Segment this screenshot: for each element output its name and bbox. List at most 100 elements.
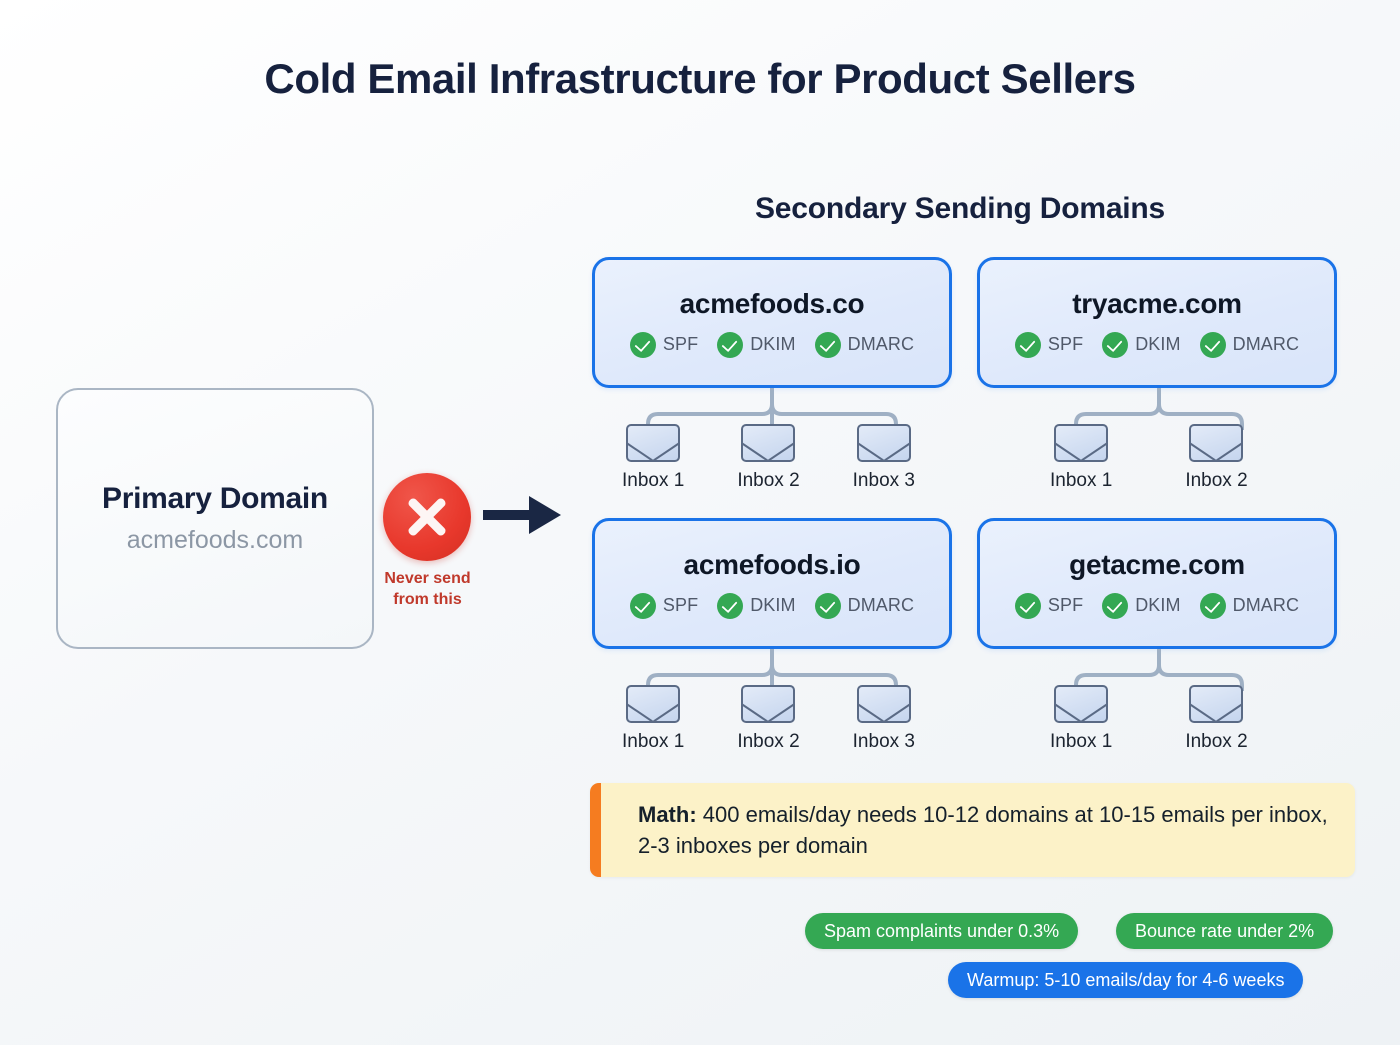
check-circle-icon (1199, 592, 1226, 619)
envelope-icon (1054, 424, 1109, 462)
inbox-label: Inbox 2 (1185, 470, 1248, 491)
inbox-label: Inbox 2 (737, 731, 800, 752)
auth-label: DKIM (750, 595, 796, 615)
auth-check-dkim: DKIM (717, 592, 796, 619)
auth-label: SPF (1047, 595, 1084, 615)
inbox-item[interactable]: Inbox 2 (737, 424, 800, 492)
inbox-group-tryacme-com: Inbox 1 Inbox 2 (1050, 424, 1248, 492)
check-circle-icon (1102, 331, 1129, 358)
inbox-item[interactable]: Inbox 1 (1050, 685, 1112, 753)
check-circle-icon (1014, 592, 1041, 619)
auth-check-dmarc: DMARC (1199, 331, 1300, 358)
auth-label: SPF (1047, 334, 1084, 354)
auth-check-dmarc: DMARC (1199, 592, 1300, 619)
check-circle-icon (629, 331, 656, 358)
auth-check-dkim: DKIM (1102, 592, 1181, 619)
arrow-right-icon (483, 496, 561, 534)
inbox-item[interactable]: Inbox 1 (622, 424, 684, 492)
inbox-group-getacme-com: Inbox 1 Inbox 2 (1050, 685, 1248, 753)
x-circle-icon (383, 473, 471, 561)
envelope-icon (626, 424, 681, 462)
primary-domain-label: Primary Domain (102, 482, 328, 515)
auth-check-dmarc: DMARC (814, 331, 915, 358)
domain-name: acmefoods.co (679, 287, 865, 319)
inbox-item[interactable]: Inbox 3 (853, 424, 915, 492)
check-circle-icon (814, 592, 841, 619)
domain-name: tryacme.com (1072, 287, 1242, 319)
inbox-label: Inbox 2 (737, 470, 800, 491)
auth-check-dkim: DKIM (717, 331, 796, 358)
auth-checks: SPF DKIM DMARC (1014, 592, 1300, 619)
domain-name: acmefoods.io (683, 548, 861, 580)
envelope-icon (741, 685, 796, 723)
check-circle-icon (629, 592, 656, 619)
check-circle-icon (717, 592, 744, 619)
auth-checks: SPF DKIM DMARC (1014, 331, 1300, 358)
domain-card-acmefoods-co[interactable]: acmefoods.co SPF DKIM DMARC (592, 257, 952, 388)
inbox-label: Inbox 3 (852, 470, 915, 491)
domain-card-getacme-com[interactable]: getacme.com SPF DKIM DMARC (977, 518, 1337, 649)
auth-label: DMARC (1232, 334, 1300, 354)
math-body: 400 emails/day needs 10-12 domains at 10… (638, 801, 1328, 858)
math-label: Math: (638, 801, 697, 827)
connector-tryacme-com (1074, 388, 1244, 430)
domain-name: getacme.com (1069, 548, 1245, 580)
auth-check-dkim: DKIM (1102, 331, 1181, 358)
inbox-item[interactable]: Inbox 2 (1185, 424, 1248, 492)
math-callout-text: Math: 400 emails/day needs 10-12 domains… (601, 799, 1355, 861)
math-callout: Math: 400 emails/day needs 10-12 domains… (590, 783, 1355, 877)
pill-bounce-rate: Bounce rate under 2% (1116, 913, 1334, 949)
never-send-line-1: Never send (384, 570, 471, 587)
inbox-label: Inbox 1 (1050, 731, 1113, 752)
inbox-label: Inbox 3 (852, 731, 915, 752)
auth-check-spf: SPF (629, 592, 699, 619)
auth-label: DKIM (750, 334, 796, 354)
never-send-line-2: from this (393, 591, 462, 609)
envelope-icon (741, 424, 796, 462)
never-send-warning: Never send from this (350, 568, 505, 610)
auth-label: DMARC (847, 334, 915, 354)
connector-acmefoods-co (646, 388, 898, 430)
check-circle-icon (1199, 331, 1226, 358)
connector-getacme-com (1074, 649, 1244, 691)
envelope-icon (626, 685, 681, 723)
check-circle-icon (1102, 592, 1129, 619)
auth-checks: SPF DKIM DMARC (629, 331, 915, 358)
envelope-icon (1189, 685, 1244, 723)
pill-spam-complaints: Spam complaints under 0.3% (805, 913, 1079, 949)
inbox-label: Inbox 2 (1185, 731, 1248, 752)
primary-domain-value: acmefoods.com (126, 526, 304, 554)
inbox-item[interactable]: Inbox 3 (853, 685, 915, 753)
check-circle-icon (814, 331, 841, 358)
auth-label: SPF (662, 334, 699, 354)
inbox-item[interactable]: Inbox 1 (622, 685, 684, 753)
envelope-icon (856, 685, 911, 723)
inbox-label: Inbox 1 (1050, 470, 1113, 491)
auth-label: SPF (662, 595, 699, 615)
auth-label: DKIM (1135, 595, 1181, 615)
page-title: Cold Email Infrastructure for Product Se… (264, 55, 1136, 102)
auth-check-dmarc: DMARC (814, 592, 915, 619)
inbox-label: Inbox 1 (622, 470, 685, 491)
inbox-group-acmefoods-co: Inbox 1 Inbox 2 Inbox 3 (622, 424, 915, 492)
inbox-item[interactable]: Inbox 2 (737, 685, 800, 753)
domain-card-tryacme-com[interactable]: tryacme.com SPF DKIM DMARC (977, 257, 1337, 388)
envelope-icon (856, 424, 911, 462)
auth-label: DMARC (1232, 595, 1300, 615)
inbox-label: Inbox 1 (622, 731, 685, 752)
pill-warmup: Warmup: 5-10 emails/day for 4-6 weeks (948, 962, 1304, 998)
primary-domain-card: Primary Domain acmefoods.com (56, 388, 374, 649)
envelope-icon (1189, 424, 1244, 462)
section-title: Secondary Sending Domains (754, 192, 1166, 225)
auth-label: DMARC (847, 595, 915, 615)
domain-card-acmefoods-io[interactable]: acmefoods.io SPF DKIM DMARC (592, 518, 952, 649)
inbox-group-acmefoods-io: Inbox 1 Inbox 2 Inbox 3 (622, 685, 915, 753)
auth-checks: SPF DKIM DMARC (629, 592, 915, 619)
auth-check-spf: SPF (1014, 331, 1084, 358)
inbox-item[interactable]: Inbox 2 (1185, 685, 1248, 753)
inbox-item[interactable]: Inbox 1 (1050, 424, 1112, 492)
auth-check-spf: SPF (1014, 592, 1084, 619)
envelope-icon (1054, 685, 1109, 723)
auth-check-spf: SPF (629, 331, 699, 358)
check-circle-icon (1014, 331, 1041, 358)
